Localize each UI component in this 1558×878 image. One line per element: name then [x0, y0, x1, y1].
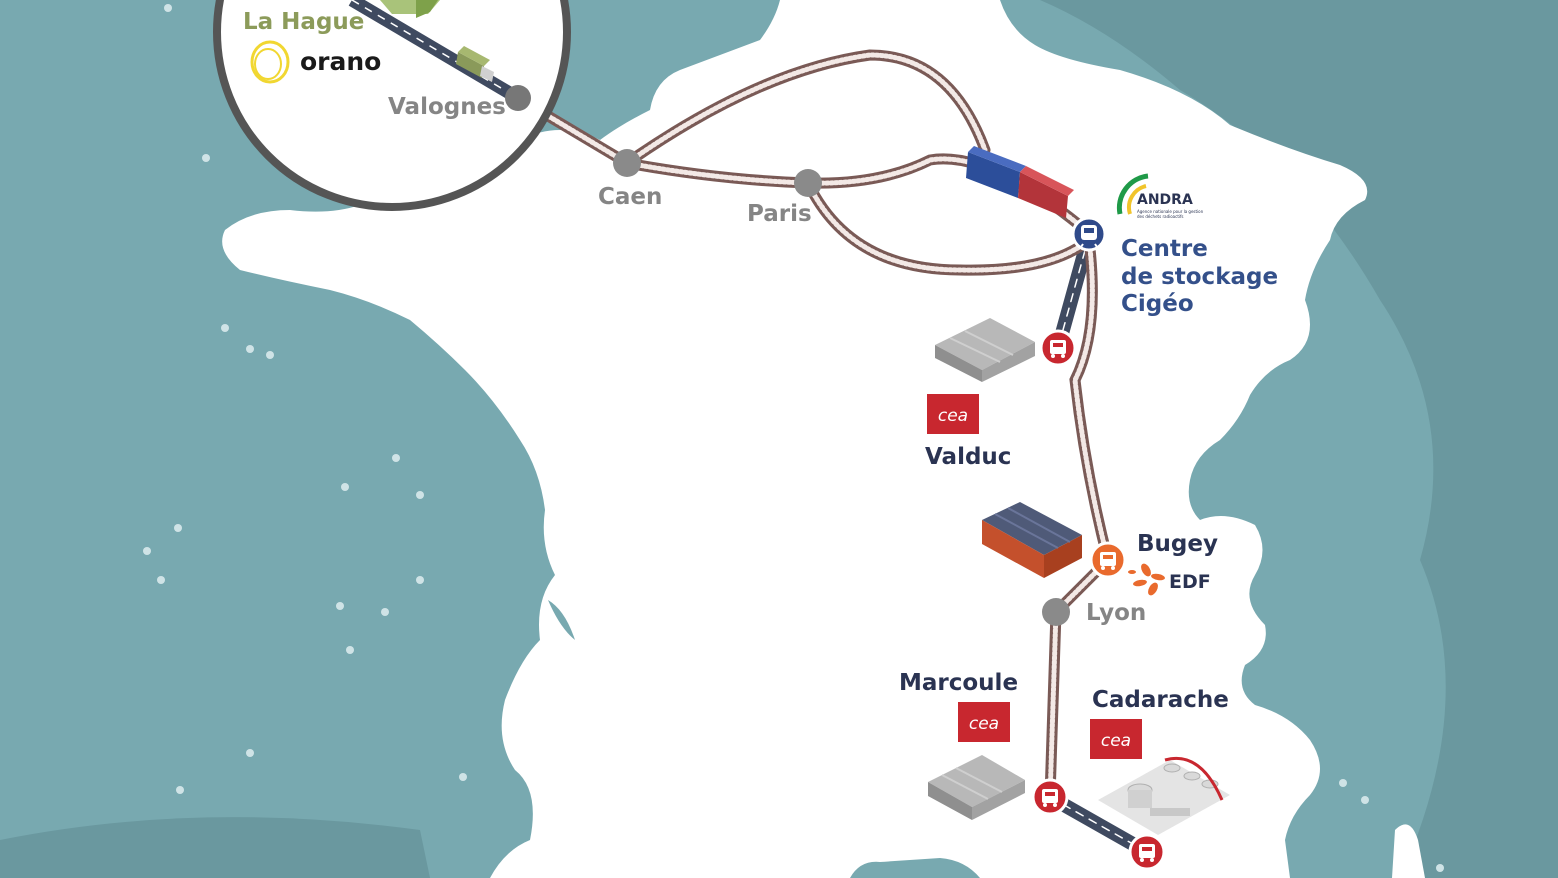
caen-node [613, 149, 641, 177]
orano-logo: orano [250, 40, 381, 84]
cadarache-label: Cadarache [1092, 687, 1229, 713]
andra-logo: ANDRA Agence nationale pour la gestion d… [1116, 173, 1204, 219]
corsica [1392, 824, 1425, 878]
sea-dots [143, 4, 1444, 872]
valognes-label: Valognes [388, 94, 506, 120]
valduc-building [935, 318, 1035, 382]
edf-wordmark: EDF [1169, 571, 1211, 593]
valduc-station-truck-icon [1039, 329, 1077, 367]
sea-shadow-right [1040, 0, 1558, 878]
transit-nodes [505, 85, 1070, 626]
andra-tagline-2: des déchets radioactifs [1137, 214, 1184, 219]
valognes-node [505, 85, 531, 111]
cea-wordmark: cea [969, 714, 999, 734]
cigeo-label-line3: Cigéo [1121, 291, 1194, 317]
orano-wordmark: orano [300, 47, 381, 76]
lyon-node [1042, 598, 1070, 626]
bugey-label: Bugey [1137, 531, 1218, 557]
marcoule-station-truck-icon [1031, 778, 1069, 816]
andra-tagline-1: Agence nationale pour la gestion [1137, 209, 1204, 214]
paris-node [794, 169, 822, 197]
cea-wordmark: cea [1101, 731, 1131, 751]
cea-wordmark: cea [938, 406, 968, 426]
la-hague-label: La Hague [243, 9, 364, 35]
valduc-cea-logo: cea [927, 394, 979, 434]
truck-illustration [456, 46, 494, 82]
estuary [548, 600, 575, 640]
cadarache-cea-logo: cea [1090, 719, 1142, 759]
marcoule-building [928, 755, 1025, 820]
paris-label: Paris [747, 201, 812, 227]
cigeo-label-line2: de stockage [1121, 264, 1278, 290]
sea-shadow-bottom-left [0, 817, 430, 878]
caen-label: Caen [598, 184, 662, 210]
cadarache-station-truck-icon [1128, 833, 1166, 871]
valduc-label: Valduc [925, 444, 1011, 470]
lyon-label: Lyon [1086, 600, 1146, 626]
bugey-building [982, 502, 1082, 578]
cadarache-facility [1098, 756, 1230, 835]
marcoule-label: Marcoule [899, 670, 1018, 696]
cigeo-label-line1: Centre [1121, 236, 1208, 262]
edf-logo: EDF [1128, 563, 1211, 596]
bugey-station-truck-icon [1089, 541, 1127, 579]
train-illustration [966, 146, 1074, 218]
marcoule-cea-logo: cea [958, 702, 1010, 742]
andra-wordmark: ANDRA [1137, 192, 1193, 208]
cigeo-station-train-icon [1071, 216, 1107, 252]
la-hague-inset [213, 0, 571, 211]
